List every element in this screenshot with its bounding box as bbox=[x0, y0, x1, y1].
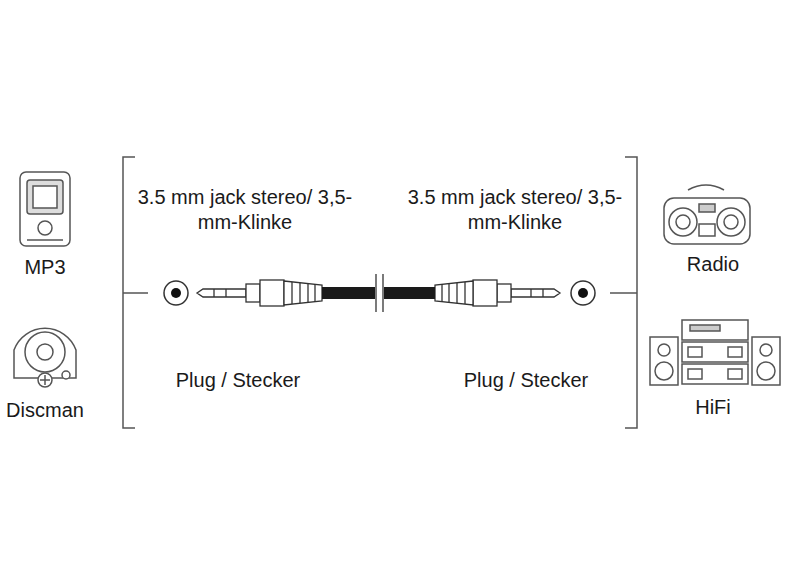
connector-title: 3.5 mm jack stereo/ 3,5-mm-Klinke bbox=[400, 185, 630, 235]
device-label: MP3 bbox=[24, 255, 65, 280]
device-label: HiFi bbox=[695, 395, 731, 420]
device-label: Radio bbox=[687, 252, 739, 277]
connector-title: 3.5 mm jack stereo/ 3,5-mm-Klinke bbox=[130, 185, 360, 235]
device-label: Discman bbox=[6, 398, 84, 423]
connector-type: Plug / Stecker bbox=[176, 368, 301, 393]
connector-type: Plug / Stecker bbox=[464, 368, 589, 393]
